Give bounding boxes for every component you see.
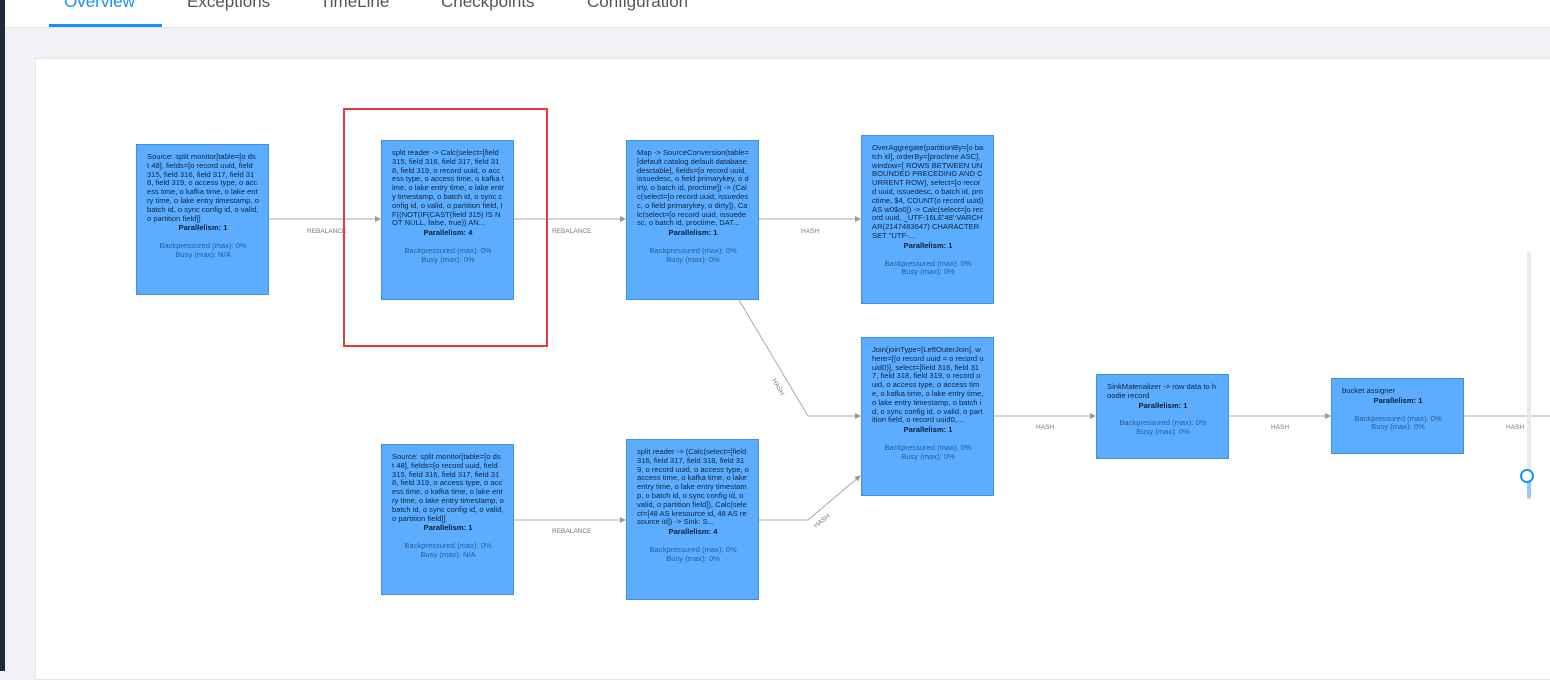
node-description: Source: split monitor[table=[o ds t 48],… (147, 152, 259, 223)
node-busy: Busy (max): 0% (666, 254, 720, 264)
node-parallelism: Parallelism: 4 (668, 527, 718, 537)
node-parallelism: Parallelism: 1 (668, 228, 718, 238)
node-split-reader-sink[interactable]: split reader -> (Calc(select=[field 316,… (626, 439, 759, 600)
node-source-split-monitor-2[interactable]: Source: split monitor[table=[o ds t 48],… (381, 444, 514, 595)
node-parallelism: Parallelism: 1 (903, 425, 953, 435)
zoom-slider-fill (1527, 480, 1531, 498)
node-description: bucket assigner (1342, 386, 1396, 395)
left-window-edge (0, 0, 5, 671)
node-overaggregate[interactable]: OverAggregate(partitionBy=[o batch id], … (861, 135, 994, 304)
node-busy: Busy (max): 0% (1136, 427, 1190, 437)
node-backpressured: Backpressured (max): 0% (404, 245, 492, 255)
node-backpressured: Backpressured (max): 0% (1354, 413, 1442, 423)
node-description: OverAggregate(partitionBy=[o batch id], … (872, 143, 984, 240)
node-busy: Busy (max): 0% (421, 254, 475, 264)
node-backpressured: Backpressured (max): 0% (159, 241, 247, 251)
tab-timeline[interactable]: TimeLine (320, 0, 390, 11)
job-tabs: Overview Exceptions TimeLine Checkpoints… (5, 0, 1550, 28)
node-busy: Busy (max): 0% (666, 553, 720, 563)
node-sinkmaterializer[interactable]: SinkMaterializer -> row data to hoodie r… (1096, 374, 1229, 459)
node-bucket-assigner[interactable]: bucket assigner Parallelism: 1 Backpress… (1331, 378, 1464, 454)
node-parallelism: Parallelism: 1 (1138, 400, 1188, 410)
tab-configuration[interactable]: Configuration (587, 0, 689, 11)
node-map-sourceconversion[interactable]: Map -> SourceConversion(table=[default c… (626, 140, 759, 300)
node-description: split reader -> Calc(select=[field 315, … (392, 148, 504, 228)
node-backpressured: Backpressured (max): 0% (649, 544, 737, 554)
node-backpressured: Backpressured (max): 0% (404, 541, 492, 551)
node-busy: Busy (max): 0% (1371, 422, 1425, 432)
tab-checkpoints[interactable]: Checkpoints (441, 0, 535, 11)
node-parallelism: Parallelism: 4 (423, 228, 473, 238)
node-description: Join(joinType=[LeftOuterJoin], where=[(o… (872, 345, 984, 425)
node-description: split reader -> (Calc(select=[field 316,… (637, 447, 749, 527)
node-parallelism: Parallelism: 1 (178, 223, 228, 233)
zoom-slider-handle[interactable] (1520, 469, 1534, 483)
node-parallelism: Parallelism: 1 (423, 523, 473, 533)
zoom-slider-track[interactable] (1527, 252, 1531, 500)
node-join[interactable]: Join(joinType=[LeftOuterJoin], where=[(o… (861, 337, 994, 496)
node-parallelism: Parallelism: 1 (903, 240, 953, 250)
node-busy: Busy (max): 0% (901, 451, 955, 461)
node-busy: Busy (max): N/A (175, 249, 231, 259)
node-description: Source: split monitor[table=[o ds t 48],… (392, 452, 504, 523)
node-source-split-monitor[interactable]: Source: split monitor[table=[o ds t 48],… (136, 144, 269, 295)
node-backpressured: Backpressured (max): 0% (884, 442, 972, 452)
node-backpressured: Backpressured (max): 0% (649, 245, 737, 255)
tab-exceptions[interactable]: Exceptions (187, 0, 271, 11)
active-tab-indicator (49, 24, 162, 27)
node-parallelism: Parallelism: 1 (1373, 395, 1423, 405)
node-busy: Busy (max): N/A (420, 549, 476, 559)
node-split-reader-calc[interactable]: split reader -> Calc(select=[field 315, … (381, 140, 514, 300)
node-description: SinkMaterializer -> row data to hoodie r… (1107, 382, 1217, 400)
node-backpressured: Backpressured (max): 0% (884, 258, 972, 268)
node-description: Map -> SourceConversion(table=[default c… (637, 148, 749, 228)
node-backpressured: Backpressured (max): 0% (1119, 418, 1207, 428)
tab-overview[interactable]: Overview (64, 0, 135, 11)
node-busy: Busy (max): 0% (901, 267, 955, 277)
